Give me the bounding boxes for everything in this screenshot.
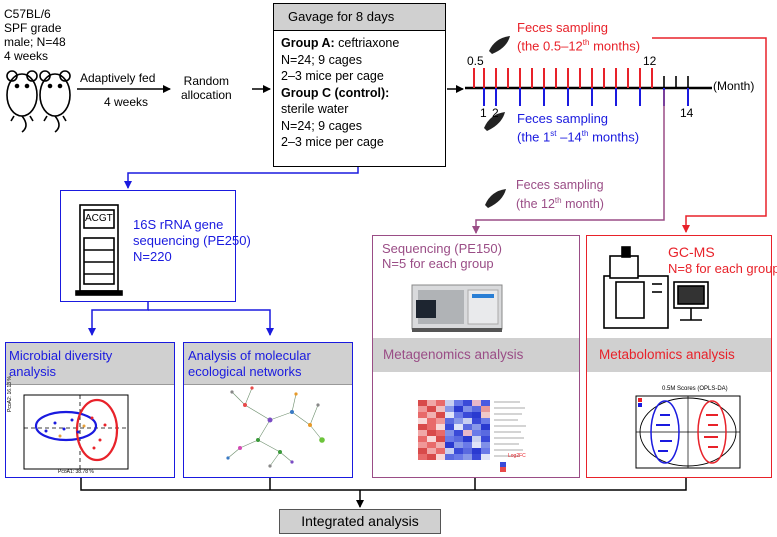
group-a-cage: 2–3 mice per cage bbox=[281, 69, 384, 83]
sequencing-16s-line2: sequencing (PE250) bbox=[133, 233, 251, 248]
pcoa-chart bbox=[23, 394, 129, 470]
group-c-count: N=24; 9 cages bbox=[281, 118, 362, 133]
metabolomics-box: Metabolomics analysis bbox=[586, 235, 772, 478]
metabolomics-count: N=8 for each group bbox=[668, 261, 777, 276]
tick-label-2: 2 bbox=[492, 106, 499, 120]
feces-red-range: (the 0.5–12th months) bbox=[517, 35, 640, 53]
diversity-title-line1: Microbial diversity bbox=[9, 348, 113, 363]
feces-blue-title: Feces sampling bbox=[517, 111, 609, 126]
mice-age: 4 weeks bbox=[4, 49, 49, 63]
feces-blue-range-sup1: st bbox=[550, 129, 557, 138]
sequencing-16s-line1: 16S rRNA gene bbox=[133, 217, 224, 232]
feces-icon-blue bbox=[484, 112, 505, 131]
feces-purple-range-post: month) bbox=[561, 197, 604, 212]
feces-purple-title: Feces sampling bbox=[516, 178, 604, 192]
random-allocation: Random allocation bbox=[181, 74, 232, 102]
mice-sex-count: male; N=48 bbox=[4, 35, 66, 49]
feces-sampling-red: Feces sampling (the 0.5–12th months) bbox=[517, 20, 640, 53]
heatmap-legend-label: Log2FC bbox=[508, 453, 526, 459]
feces-blue-range-mid: –14 bbox=[556, 129, 582, 145]
network-nodes bbox=[226, 386, 325, 468]
pcoa-ylabel: PcoA2: 16.13 % bbox=[7, 376, 13, 412]
gavage-groups: Group A: ceftriaxone N=24; 9 cages 2–3 m… bbox=[274, 31, 445, 151]
sequencer-icon bbox=[75, 204, 123, 296]
network-graph bbox=[227, 387, 323, 467]
gavage-title: Gavage for 8 days bbox=[274, 4, 445, 31]
group-c-value: sterile water bbox=[281, 102, 349, 116]
group-c-cage: 2–3 mice per cage bbox=[281, 135, 384, 149]
group-c-label: Group C (control): bbox=[281, 85, 390, 100]
feces-sampling-purple: Feces sampling (the 12th month) bbox=[516, 178, 604, 212]
gcms-label: GC-MS bbox=[668, 244, 715, 260]
feces-blue-range: (the 1st –14th months) bbox=[517, 126, 639, 144]
feces-purple-range: (the 12th month) bbox=[516, 193, 604, 212]
group-a-value: ceftriaxone bbox=[334, 36, 400, 50]
feces-purple-range-pre: (the 12 bbox=[516, 197, 555, 212]
tick-label-14: 14 bbox=[680, 106, 694, 120]
group-a-count: N=24; 9 cages bbox=[281, 52, 362, 67]
mice-description: C57BL/6 SPF grade male; N=48 4 weeks bbox=[4, 7, 66, 63]
sequencing-16s-box bbox=[60, 190, 236, 302]
networks-title: Analysis of molecular ecological network… bbox=[184, 343, 352, 385]
metagenomics-seq-line1: Sequencing (PE150) bbox=[382, 241, 502, 256]
mouse-icon bbox=[6, 70, 38, 133]
mouse-icon-2 bbox=[39, 70, 71, 133]
random-line1: Random bbox=[183, 74, 230, 88]
metagenomics-sequencing: Sequencing (PE150) N=5 for each group bbox=[382, 241, 502, 271]
group-a-row: Group A: ceftriaxone bbox=[281, 35, 445, 52]
gavage-box: Gavage for 8 days Group A: ceftriaxone N… bbox=[273, 3, 446, 167]
group-a-label: Group A: bbox=[281, 36, 335, 50]
feces-purple-range-sup: th bbox=[554, 196, 562, 205]
networks-title-line2: ecological networks bbox=[188, 364, 302, 379]
ngs-sequencer-icon bbox=[411, 284, 503, 332]
tick-label-0-5: 0.5 bbox=[467, 54, 484, 68]
tick-label-12: 12 bbox=[643, 54, 657, 68]
metagenomics-box: Metagenomics analysis bbox=[372, 235, 580, 478]
feces-red-range-sup: th bbox=[582, 38, 590, 47]
metagenomics-seq-count: N=5 for each group bbox=[382, 256, 494, 271]
timeline-unit: (Month) bbox=[713, 79, 755, 93]
mice-grade: SPF grade bbox=[4, 21, 62, 35]
networks-title-line1: Analysis of molecular bbox=[188, 348, 311, 363]
metabolomics-title: Metabolomics analysis bbox=[587, 338, 771, 372]
feces-icon-red bbox=[489, 36, 510, 54]
random-line2: allocation bbox=[181, 88, 232, 102]
oplsda-chart bbox=[635, 395, 741, 469]
timeline bbox=[465, 68, 712, 106]
sequencer-screen-label: ACGT bbox=[85, 213, 113, 224]
mice-strain: C57BL/6 bbox=[4, 7, 51, 21]
feces-red-range-pre: (the 0.5–12 bbox=[517, 38, 583, 54]
oplsda-title: 0.5M Scores (OPLS-DA) bbox=[662, 386, 728, 392]
adapt-duration: 4 weeks bbox=[104, 95, 149, 109]
adapt-label: Adaptively fed bbox=[80, 71, 156, 85]
diversity-title: Microbial diversity analysis bbox=[6, 343, 174, 385]
feces-blue-range-sup2: th bbox=[581, 129, 589, 138]
feces-sampling-blue: Feces sampling (the 1st –14th months) bbox=[517, 111, 639, 144]
gcms-icon bbox=[603, 246, 709, 329]
diversity-title-line2: analysis bbox=[9, 364, 56, 379]
metagenomics-title: Metagenomics analysis bbox=[373, 338, 579, 372]
sequencing-16s-count: N=220 bbox=[133, 249, 172, 264]
integrated-analysis: Integrated analysis bbox=[279, 509, 441, 534]
feces-red-range-post: months) bbox=[589, 38, 641, 54]
networks-box: Analysis of molecular ecological network… bbox=[183, 342, 353, 478]
pcoa-xlabel: PcoA1: 38.78 % bbox=[58, 469, 94, 475]
tick-label-1: 1 bbox=[480, 106, 487, 120]
diversity-box: Microbial diversity analysis bbox=[5, 342, 175, 478]
sequencing-16s-text: 16S rRNA gene sequencing (PE250) N=220 bbox=[133, 217, 251, 265]
feces-blue-range-pre: (the 1 bbox=[517, 129, 551, 145]
heatmap bbox=[418, 400, 526, 472]
feces-icon-purple bbox=[485, 189, 506, 208]
feces-blue-range-post: months) bbox=[588, 129, 640, 145]
feces-red-title: Feces sampling bbox=[517, 20, 609, 35]
